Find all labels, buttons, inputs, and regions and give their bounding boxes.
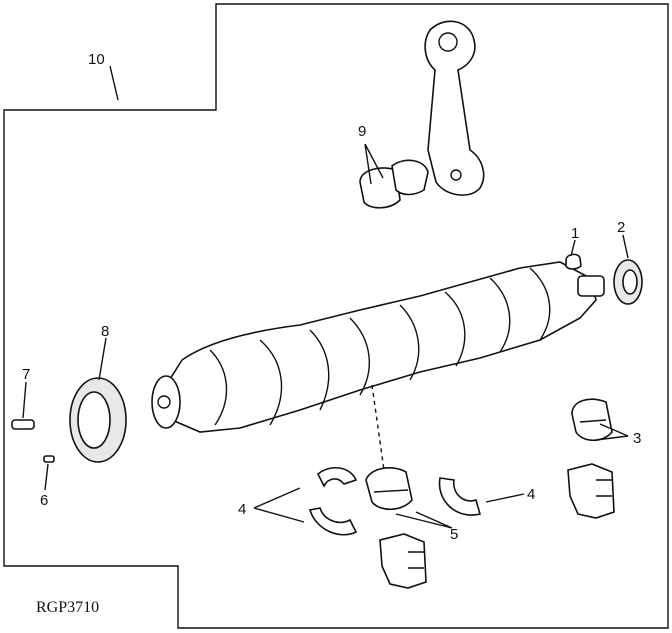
dowel-pin	[11, 419, 35, 430]
crankshaft-rear-gear	[69, 377, 127, 463]
callout-6: 6	[40, 492, 48, 509]
callout-10: 10	[88, 51, 105, 68]
connecting-rod	[424, 20, 485, 196]
crankshaft-key	[565, 253, 582, 270]
thrust-washer-right	[438, 477, 481, 516]
callout-1: 1	[571, 225, 579, 242]
crankshaft-gear-front	[613, 259, 643, 305]
figure-caption: RGP3710	[36, 599, 99, 616]
thrust-main-bearing	[571, 398, 613, 442]
main-bearing-shells	[365, 467, 413, 511]
callout-8: 8	[101, 323, 109, 340]
alignment-dashed-line	[371, 384, 385, 471]
thrust-washers-left	[308, 467, 358, 536]
callout-3: 3	[633, 430, 641, 447]
group-boundary-outline	[3, 3, 669, 629]
leader-lines	[22, 65, 629, 529]
rod-bearing-shells	[359, 159, 429, 209]
crankshaft	[151, 261, 605, 433]
main-bearing-cap-lower	[379, 533, 427, 589]
callout-4-right: 4	[527, 486, 535, 503]
callout-2: 2	[617, 219, 625, 236]
callout-4-left: 4	[238, 501, 246, 518]
small-pin	[43, 455, 55, 463]
callout-5: 5	[450, 526, 458, 543]
main-bearing-cap-right	[567, 463, 615, 519]
callout-7: 7	[22, 366, 30, 383]
callout-9: 9	[358, 123, 366, 140]
